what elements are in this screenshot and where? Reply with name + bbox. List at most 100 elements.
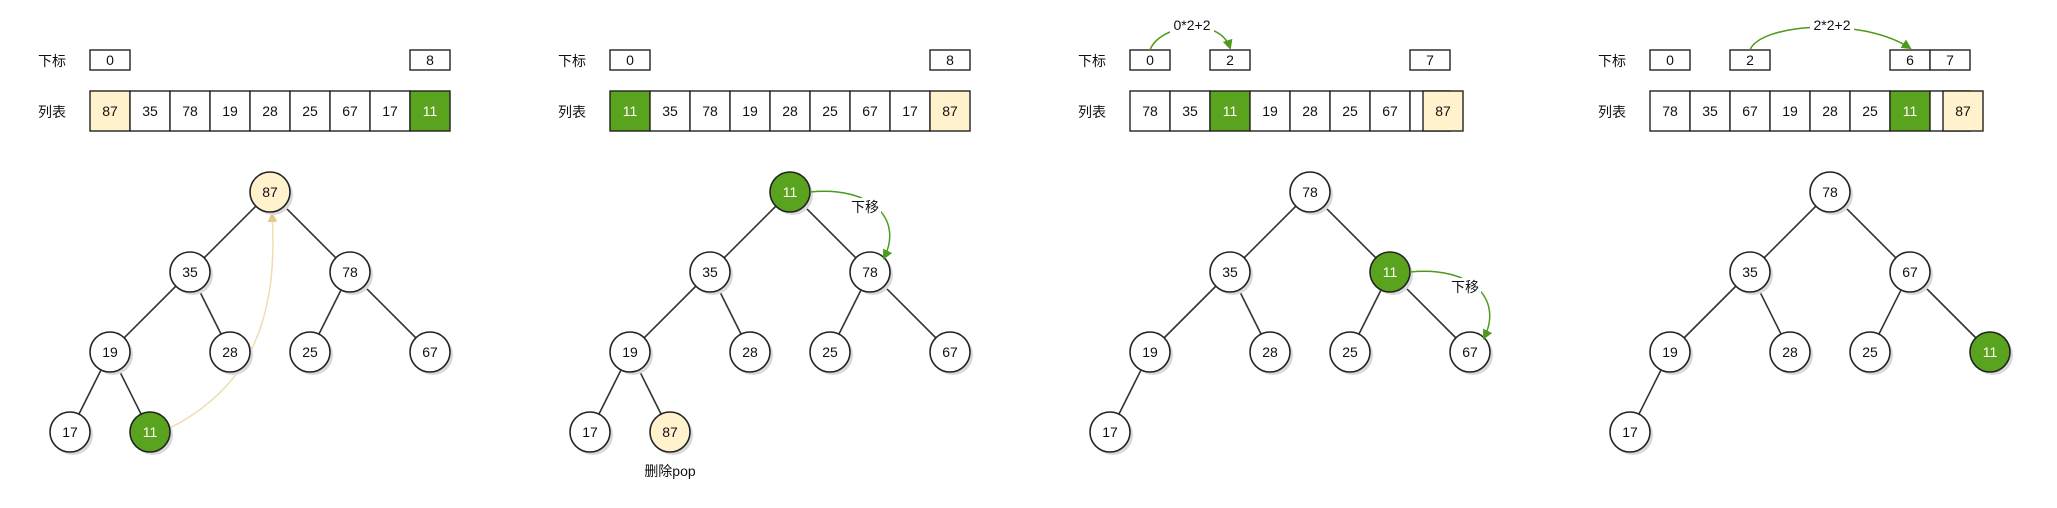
index-box [89,49,131,71]
list-cell-value: 11 [1903,103,1918,119]
tree-node [1849,331,1891,373]
tree-node [49,411,91,453]
tree-node [1209,251,1251,293]
index-value: 0 [1666,52,1674,68]
tree-node-value: 78 [1302,184,1318,200]
index-value: 7 [1946,52,1954,68]
removed-cell [1942,90,1984,132]
list-cell-value: 28 [1822,103,1838,119]
index-row-label: 下标 [38,53,66,69]
tree-node-value: 25 [302,344,318,360]
list-cell-value: 25 [1342,103,1358,119]
list-cell [1129,90,1171,132]
tree-node [209,331,251,373]
list-cell [1809,90,1851,132]
list-cell-value: 87 [102,103,118,119]
list-cell [729,90,771,132]
list-cell [1369,90,1411,132]
index-row-label: 下标 [558,53,586,69]
tree-node [1729,251,1771,293]
tree-node-value: 17 [62,424,78,440]
list-row-label: 列表 [1078,104,1106,120]
tree-node [929,331,971,373]
index-row-label: 下标 [1078,53,1106,69]
tree-node-value: 67 [942,344,958,360]
tree-node [1289,171,1331,213]
list-cell-value: 35 [142,103,158,119]
list-cell-value: 25 [822,103,838,119]
tree-node-value: 35 [1742,264,1758,280]
list-cell [369,90,411,132]
removed-cell-value: 87 [1435,103,1451,119]
list-cell-value: 25 [1862,103,1878,119]
index-value: 2 [1746,52,1754,68]
list-cell-value: 78 [702,103,718,119]
list-cell [849,90,891,132]
index-value: 8 [946,52,954,68]
tree-node [169,251,211,293]
list-cell-value: 19 [222,103,238,119]
index-box [1409,49,1451,71]
list-cell [769,90,811,132]
tree-node [569,411,611,453]
list-cell [209,90,251,132]
list-row-label: 列表 [1598,104,1626,120]
list-cell-value: 35 [662,103,678,119]
list-cell-value: 78 [1662,103,1678,119]
list-row-label: 列表 [558,104,586,120]
index-value: 7 [1426,52,1434,68]
list-cell-value: 78 [182,103,198,119]
index-arrow-label: 0*2+2 [1174,17,1211,33]
list-cell-value: 28 [782,103,798,119]
list-cell [1209,90,1251,132]
list-cell [1769,90,1811,132]
tree-node-value: 67 [1902,264,1918,280]
list-cell [329,90,371,132]
sift-down-label-bg [849,198,881,216]
tree-node-value: 28 [222,344,238,360]
sift-down-label: 下移 [851,199,879,215]
list-cell [1689,90,1731,132]
tree-node-value: 11 [1983,344,1998,360]
tree-node [689,251,731,293]
index-row-label: 下标 [1598,53,1626,69]
panel-3: 下标列表0270*2+27835111928256717877835111928… [1078,16,1493,455]
list-cell-value: 35 [1702,103,1718,119]
tree-node [1769,331,1811,373]
tree-node-value: 11 [1383,264,1398,280]
tree-node-value: 19 [1142,344,1158,360]
tree-node [409,331,451,373]
index-value: 2 [1226,52,1234,68]
index-value: 6 [1906,52,1914,68]
tree-node [809,331,851,373]
tree-node-value: 35 [1222,264,1238,280]
list-cell-value: 35 [1182,103,1198,119]
tree-node-value: 19 [102,344,118,360]
list-row-label: 列表 [38,104,66,120]
tree-node-value: 25 [822,344,838,360]
tree-node-value: 78 [1822,184,1838,200]
list-cell-value: 28 [262,103,278,119]
list-cell-value: 19 [742,103,758,119]
tree-node [1249,331,1291,373]
list-cell [249,90,291,132]
list-cell [1329,90,1371,132]
tree-node-value: 17 [582,424,598,440]
index-arrow-label-bg [1810,16,1854,34]
tree-node [129,411,171,453]
tree-node-value: 35 [182,264,198,280]
sift-down-label: 下移 [1451,279,1479,295]
tree-node-value: 78 [862,264,878,280]
tree-node-value: 28 [1782,344,1798,360]
list-cell-value: 17 [382,103,398,119]
list-cell-value: 11 [1223,103,1238,119]
list-cell [409,90,451,132]
list-cell [689,90,731,132]
index-box [1929,49,1971,71]
tree-node-value: 19 [622,344,638,360]
list-cell [1889,90,1931,132]
tree-node [249,171,291,213]
tree-node [1329,331,1371,373]
